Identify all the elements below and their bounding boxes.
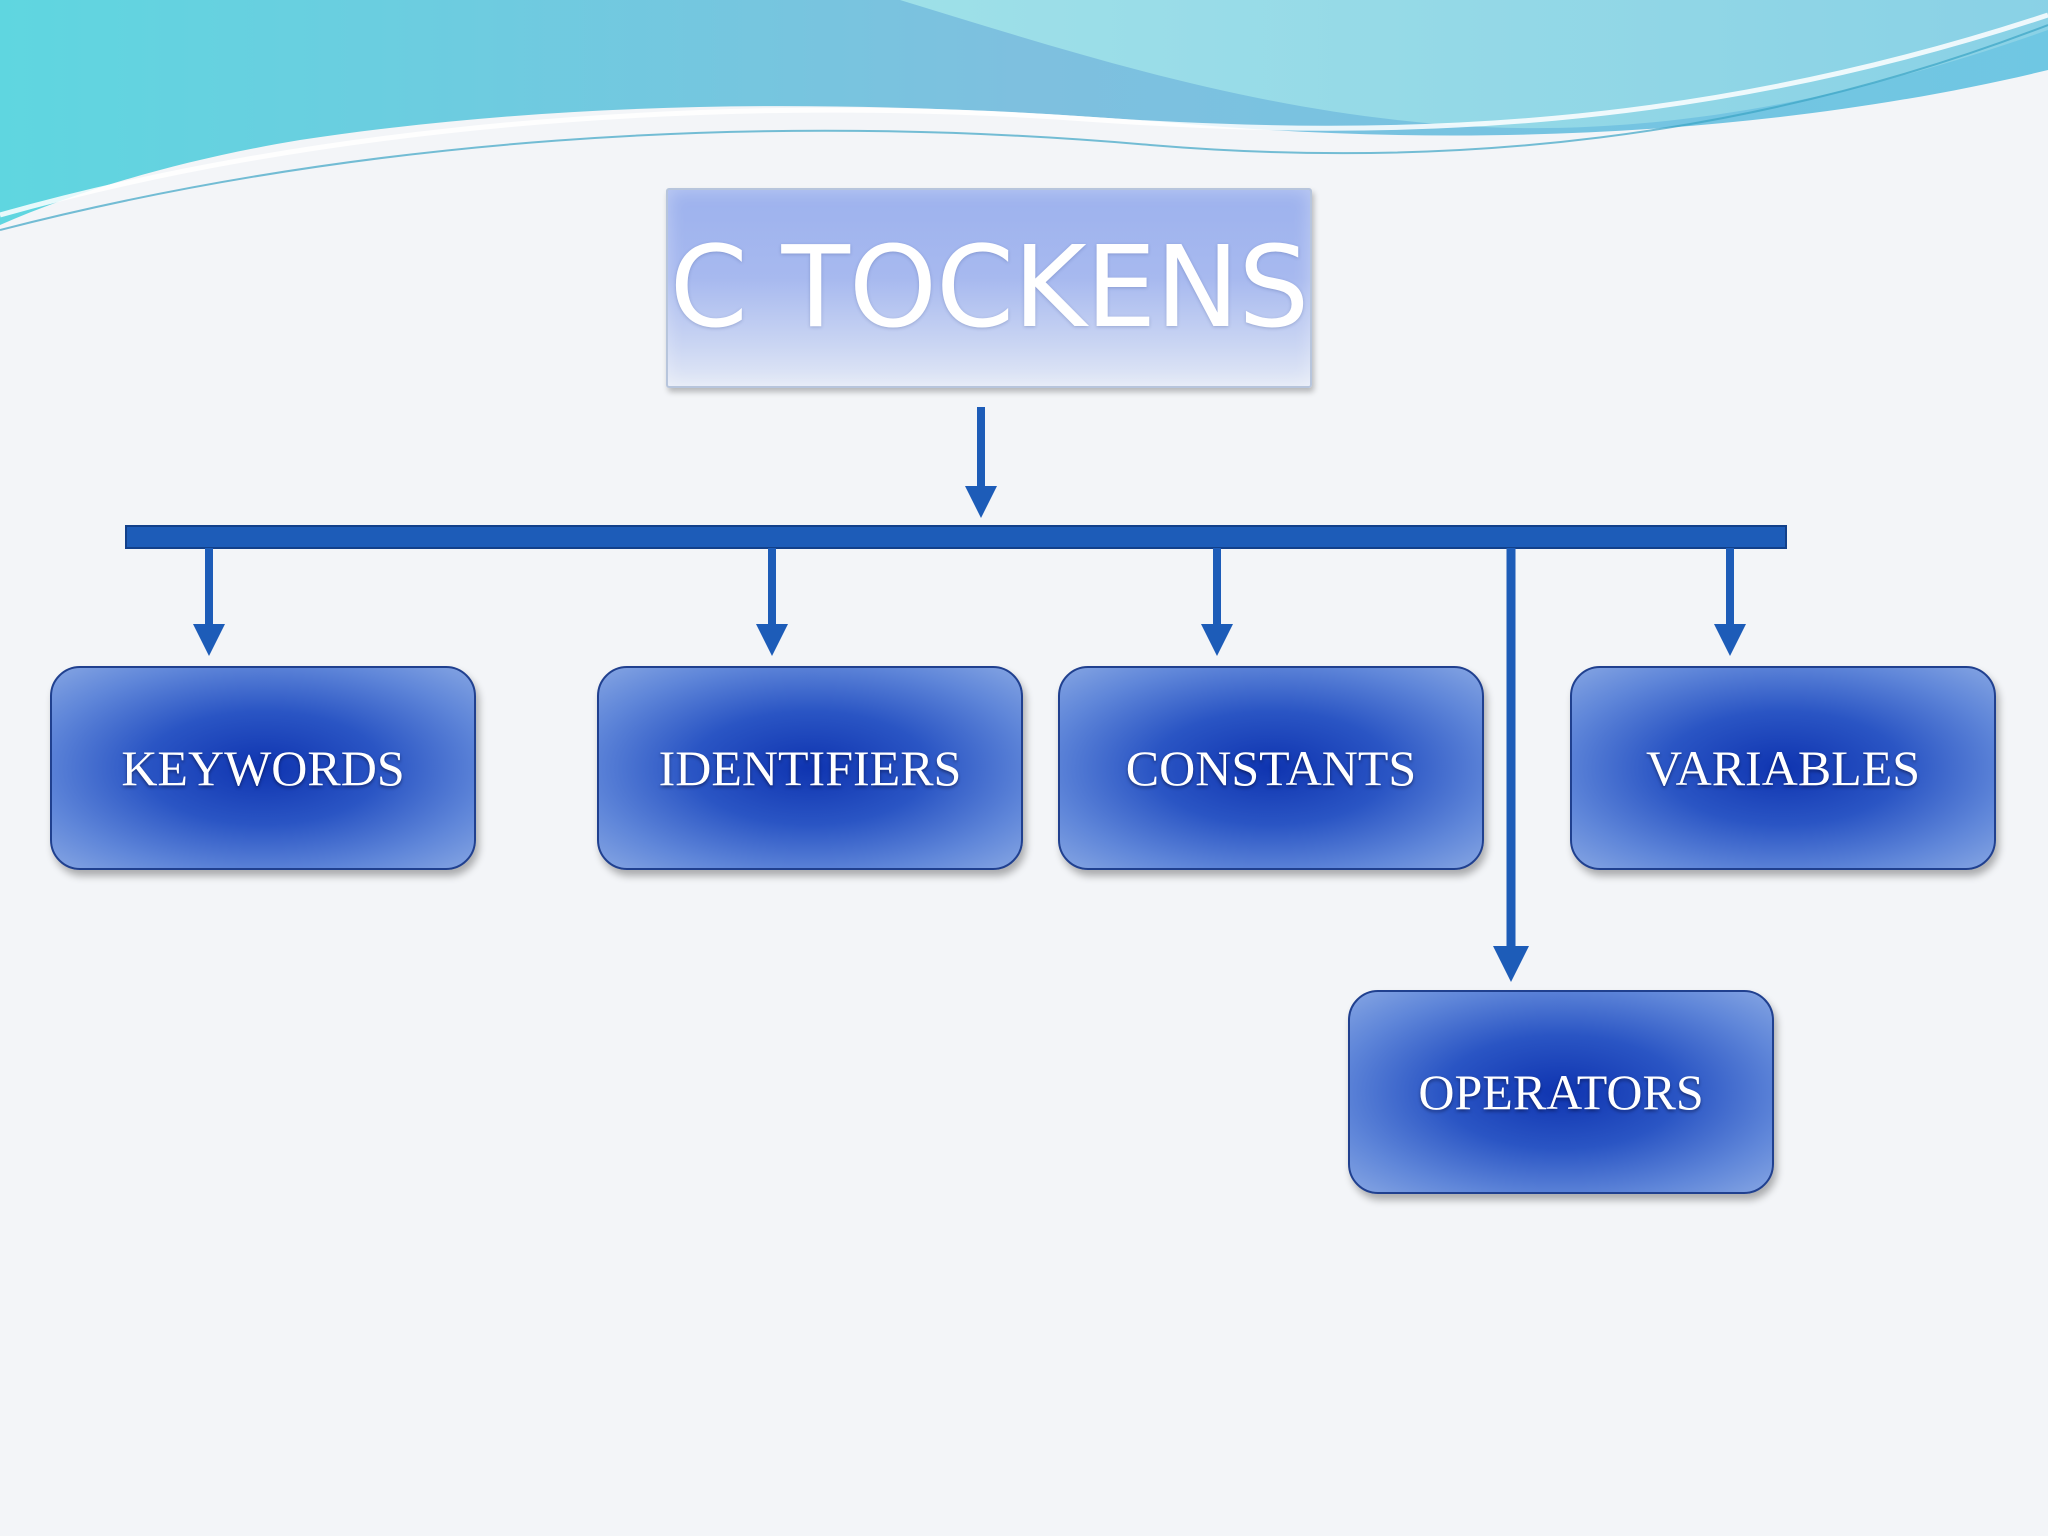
background-waves [0, 0, 2048, 231]
node-constants-label: CONSTANTS [1125, 740, 1417, 796]
node-operators-label: OPERATORS [1418, 1064, 1704, 1120]
node-operators: OPERATORS [1348, 990, 1774, 1194]
node-constants: CONSTANTS [1058, 666, 1484, 870]
root-node-c-tockens: C TOCKENS [666, 188, 1312, 388]
wave-band-front [900, 0, 2048, 129]
node-keywords: KEYWORDS [50, 666, 476, 870]
wave-highlight [0, 12, 2048, 218]
root-node-label: C TOCKENS [669, 223, 1310, 353]
horizontal-bus-bar [125, 525, 1787, 549]
node-variables: VARIABLES [1570, 666, 1996, 870]
node-identifiers-label: IDENTIFIERS [658, 740, 962, 796]
node-keywords-label: KEYWORDS [121, 740, 405, 796]
node-identifiers: IDENTIFIERS [597, 666, 1023, 870]
wave-thin-line [0, 24, 2048, 231]
node-variables-label: VARIABLES [1645, 740, 1921, 796]
